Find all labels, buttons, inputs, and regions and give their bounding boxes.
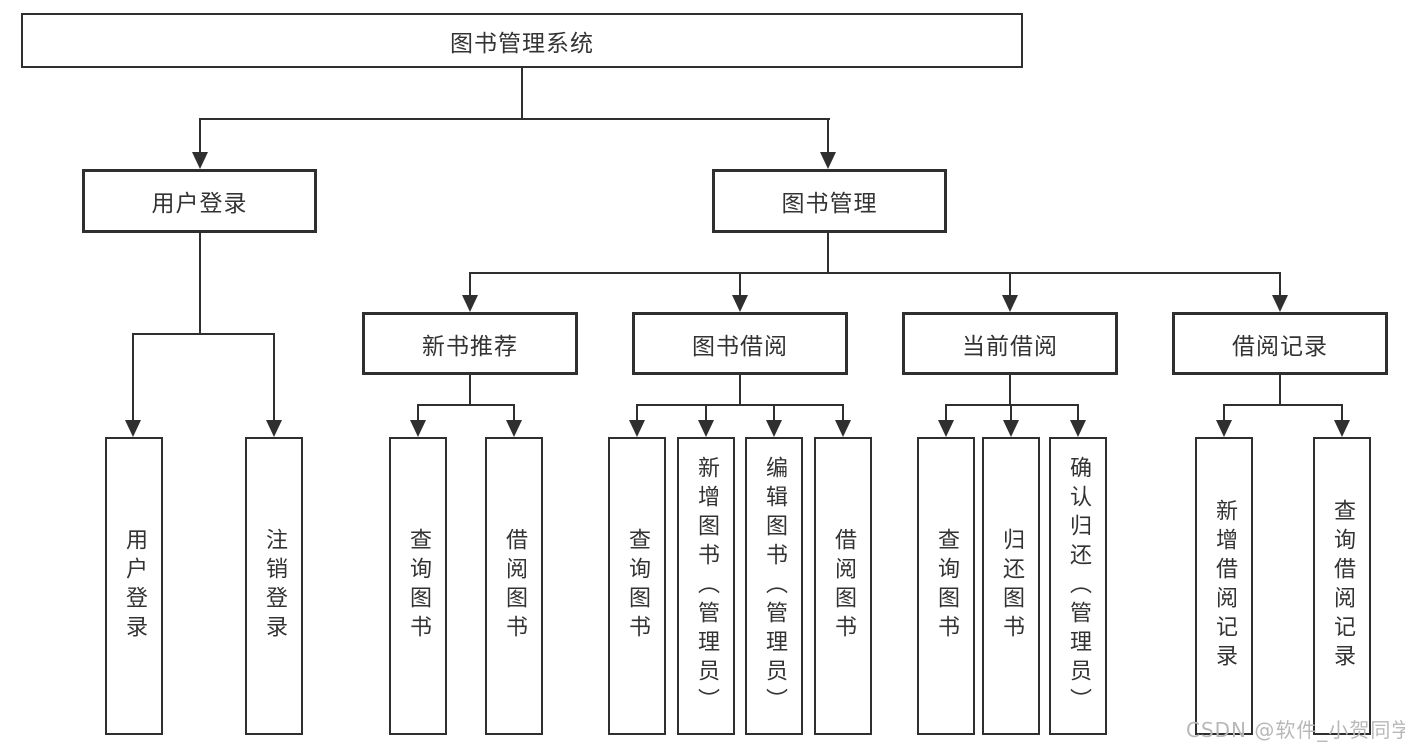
leaf-user-login: 用户登录 <box>105 437 163 735</box>
node-current-borrowing-label: 当前借阅 <box>962 333 1058 360</box>
leaf-label: 查询图书 <box>405 528 431 644</box>
connector-line <box>1077 404 1079 422</box>
connector-line <box>827 233 829 274</box>
leaf-label: 新增图书（管理员） <box>693 455 719 717</box>
connector-line <box>945 404 947 422</box>
leaf-return-books: 归还图书 <box>982 437 1040 735</box>
leaf-label: 归还图书 <box>998 528 1024 644</box>
connector-line <box>1279 375 1281 406</box>
connector-line <box>1223 404 1225 422</box>
arrow-down-icon <box>192 152 208 169</box>
node-book-borrowing: 图书借阅 <box>632 312 848 375</box>
node-new-book-recommend: 新书推荐 <box>362 312 578 375</box>
connector-line <box>739 375 741 406</box>
leaf-label: 新增借阅记录 <box>1211 499 1237 673</box>
node-user-login-label: 用户登录 <box>151 191 248 217</box>
leaf-label: 确认归还（管理员） <box>1065 455 1091 717</box>
node-current-borrowing: 当前借阅 <box>902 312 1118 375</box>
connector-line <box>273 333 275 421</box>
connector-line <box>1009 272 1011 296</box>
arrow-down-icon <box>1070 420 1086 437</box>
connector-line <box>132 333 134 421</box>
node-root-label: 图书管理系统 <box>450 30 594 57</box>
connector-line <box>132 333 275 335</box>
connector-line <box>469 272 1281 274</box>
node-borrowing-records: 借阅记录 <box>1172 312 1388 375</box>
connector-line <box>521 68 523 120</box>
arrow-down-icon <box>938 420 954 437</box>
leaf-add-books-admin: 新增图书（管理员） <box>677 437 735 735</box>
connector-line <box>1341 404 1343 422</box>
node-new-book-recommend-label: 新书推荐 <box>422 333 518 360</box>
connector-line <box>1279 272 1281 296</box>
connector-line <box>469 375 471 406</box>
connector-line <box>827 118 829 154</box>
arrow-down-icon <box>506 420 522 437</box>
connector-line <box>199 118 830 120</box>
connector-line <box>636 404 638 422</box>
connector-line <box>636 404 844 406</box>
arrow-down-icon <box>1272 295 1288 312</box>
connector-line <box>1009 375 1011 406</box>
node-book-management-label: 图书管理 <box>781 191 878 217</box>
node-book-borrowing-label: 图书借阅 <box>692 333 788 360</box>
leaf-label: 查询图书 <box>933 528 959 644</box>
connector-line <box>199 233 201 334</box>
connector-line <box>469 272 471 296</box>
connector-line <box>513 404 515 422</box>
leaf-label: 借阅图书 <box>830 528 856 644</box>
leaf-borrow-books-borrowing: 借阅图书 <box>814 437 872 735</box>
connector-line <box>1223 404 1343 406</box>
node-root-system: 图书管理系统 <box>21 13 1023 68</box>
leaf-query-books-borrowing: 查询图书 <box>608 437 666 735</box>
node-book-management: 图书管理 <box>712 169 947 233</box>
arrow-down-icon <box>629 420 645 437</box>
leaf-edit-books-admin: 编辑图书（管理员） <box>745 437 803 735</box>
arrow-down-icon <box>820 152 836 169</box>
connector-line <box>705 404 707 422</box>
node-borrowing-records-label: 借阅记录 <box>1232 333 1328 360</box>
connector-line <box>739 272 741 296</box>
leaf-label: 查询借阅记录 <box>1329 499 1355 673</box>
arrow-down-icon <box>1003 420 1019 437</box>
csdn-watermark: CSDN @软件_小贺同学 <box>1186 718 1405 742</box>
leaf-borrow-books-recommend: 借阅图书 <box>485 437 543 735</box>
leaf-query-books-current: 查询图书 <box>917 437 975 735</box>
leaf-label: 查询图书 <box>624 528 650 644</box>
leaf-query-borrow-record: 查询借阅记录 <box>1313 437 1371 735</box>
connector-line <box>417 404 419 422</box>
connector-line <box>1010 404 1012 422</box>
connector-line <box>773 404 775 422</box>
leaf-add-borrow-record: 新增借阅记录 <box>1195 437 1253 735</box>
arrow-down-icon <box>835 420 851 437</box>
leaf-label: 借阅图书 <box>501 528 527 644</box>
connector-line <box>199 118 201 154</box>
node-user-login: 用户登录 <box>82 169 317 233</box>
arrow-down-icon <box>1216 420 1232 437</box>
leaf-label: 编辑图书（管理员） <box>761 455 787 717</box>
arrow-down-icon <box>410 420 426 437</box>
arrow-down-icon <box>1334 420 1350 437</box>
leaf-logout: 注销登录 <box>245 437 303 735</box>
arrow-down-icon <box>266 420 282 437</box>
leaf-confirm-return-admin: 确认归还（管理员） <box>1049 437 1107 735</box>
arrow-down-icon <box>766 420 782 437</box>
arrow-down-icon <box>125 420 141 437</box>
arrow-down-icon <box>1002 295 1018 312</box>
leaf-query-books-recommend: 查询图书 <box>389 437 447 735</box>
connector-line <box>945 404 1079 406</box>
leaf-label: 注销登录 <box>261 528 287 644</box>
connector-line <box>417 404 515 406</box>
leaf-label: 用户登录 <box>121 528 147 644</box>
arrow-down-icon <box>732 295 748 312</box>
arrow-down-icon <box>462 295 478 312</box>
connector-line <box>842 404 844 422</box>
arrow-down-icon <box>698 420 714 437</box>
